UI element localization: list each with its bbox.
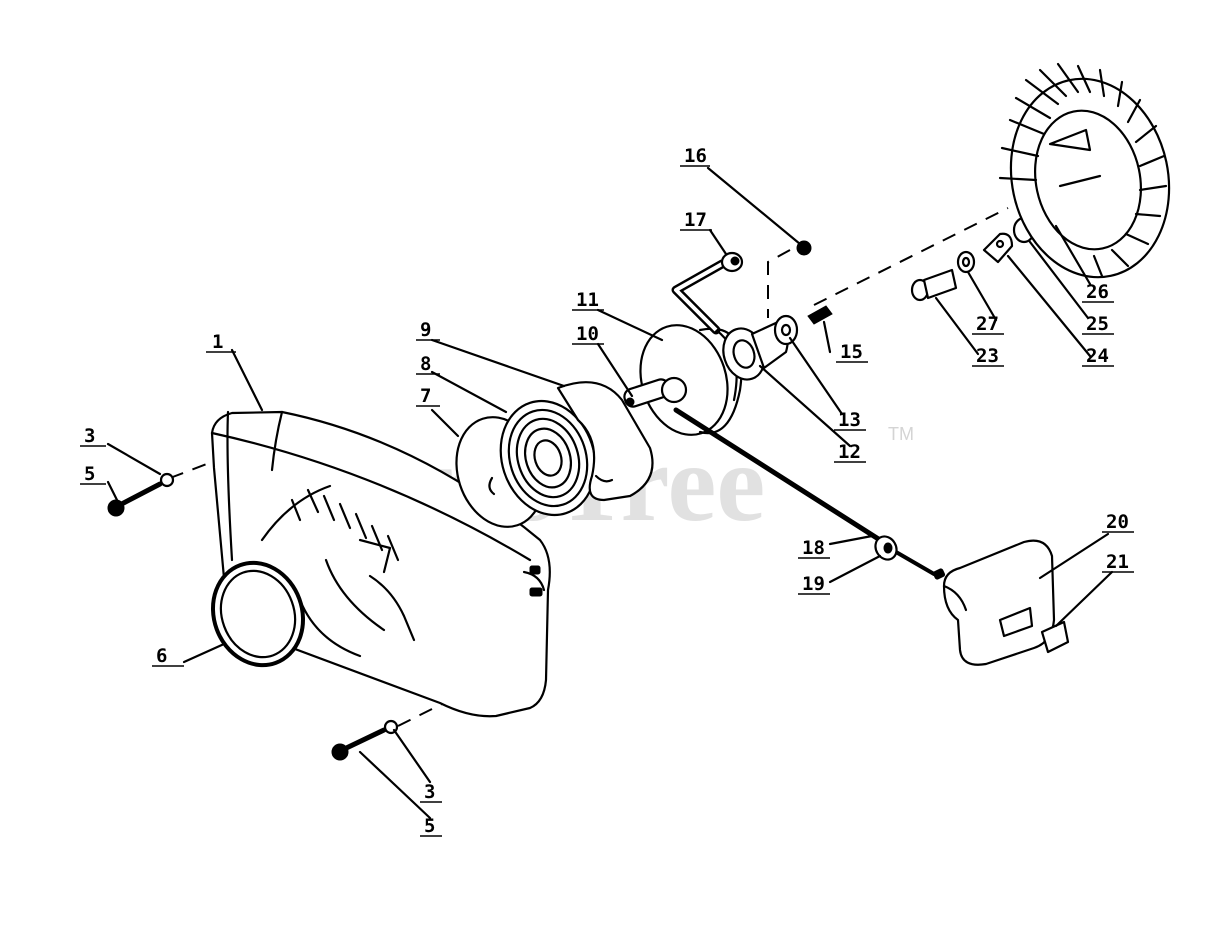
svg-text:5: 5 <box>424 815 435 837</box>
svg-text:1: 1 <box>212 331 223 353</box>
svg-text:6: 6 <box>156 645 167 667</box>
callout-6: 6 <box>152 645 184 667</box>
svg-text:26: 26 <box>1086 281 1109 303</box>
callout-11: 11 <box>572 289 604 311</box>
svg-text:10: 10 <box>576 323 599 345</box>
svg-text:11: 11 <box>576 289 599 311</box>
svg-text:8: 8 <box>420 353 431 375</box>
callout-13: 13 <box>834 409 866 431</box>
flywheel-bolt <box>910 268 958 302</box>
starter-ring <box>210 560 306 668</box>
assembly-axis-lines <box>169 207 1009 727</box>
callout-25: 25 <box>1082 313 1114 335</box>
flywheel <box>998 62 1171 279</box>
callout-3-upper: 3 <box>80 425 106 447</box>
starter-pulley <box>623 324 743 436</box>
housing-bolt-upper <box>107 472 175 517</box>
svg-text:18: 18 <box>802 537 825 559</box>
svg-text:20: 20 <box>1106 511 1129 533</box>
callout-21: 21 <box>1102 551 1134 573</box>
svg-text:25: 25 <box>1086 313 1109 335</box>
svg-text:17: 17 <box>684 209 707 231</box>
svg-text:3: 3 <box>84 425 95 447</box>
callout-16: 16 <box>680 145 710 167</box>
svg-text:15: 15 <box>840 341 863 363</box>
rope-bushing <box>874 535 898 561</box>
callout-24: 24 <box>1082 345 1114 367</box>
housing-bolt-lower <box>331 719 399 761</box>
callout-labels: 1 3 5 6 7 8 9 10 11 12 13 15 16 17 18 19… <box>80 145 1134 837</box>
starter-pawl <box>982 232 1014 264</box>
pulley-screw <box>807 305 833 325</box>
svg-text:5: 5 <box>84 463 95 485</box>
callout-7: 7 <box>416 385 440 407</box>
svg-text:21: 21 <box>1106 551 1129 573</box>
svg-text:23: 23 <box>976 345 999 367</box>
callout-17: 17 <box>680 209 712 231</box>
watermark-trademark: TM <box>888 424 914 444</box>
starter-crank-rod <box>671 251 744 335</box>
callout-1: 1 <box>206 331 236 353</box>
callout-3-lower: 3 <box>420 781 442 803</box>
leader-lines <box>106 166 1114 820</box>
starter-rope <box>673 407 936 576</box>
callout-23: 23 <box>972 345 1004 367</box>
svg-text:27: 27 <box>976 313 999 335</box>
svg-text:7: 7 <box>420 385 431 407</box>
svg-text:16: 16 <box>684 145 707 167</box>
callout-8: 8 <box>416 353 440 375</box>
callout-27: 27 <box>972 313 1004 335</box>
callout-9: 9 <box>416 319 440 341</box>
callout-5-upper: 5 <box>80 463 106 485</box>
callout-12: 12 <box>834 441 866 463</box>
callout-18: 18 <box>798 537 830 559</box>
pulley-retainer <box>722 314 799 381</box>
svg-text:13: 13 <box>838 409 861 431</box>
callout-26: 26 <box>1082 281 1114 303</box>
svg-text:19: 19 <box>802 573 825 595</box>
callout-19: 19 <box>798 573 830 595</box>
starter-handle <box>932 539 1056 666</box>
flywheel-washer <box>956 250 976 274</box>
callout-10: 10 <box>572 323 604 345</box>
spring-cup <box>556 381 654 502</box>
svg-text:9: 9 <box>420 319 431 341</box>
callout-5-lower: 5 <box>420 815 442 837</box>
svg-text:3: 3 <box>424 781 435 803</box>
callout-20: 20 <box>1102 511 1134 533</box>
svg-text:12: 12 <box>838 441 861 463</box>
svg-text:24: 24 <box>1086 345 1109 367</box>
callout-15: 15 <box>836 341 868 363</box>
